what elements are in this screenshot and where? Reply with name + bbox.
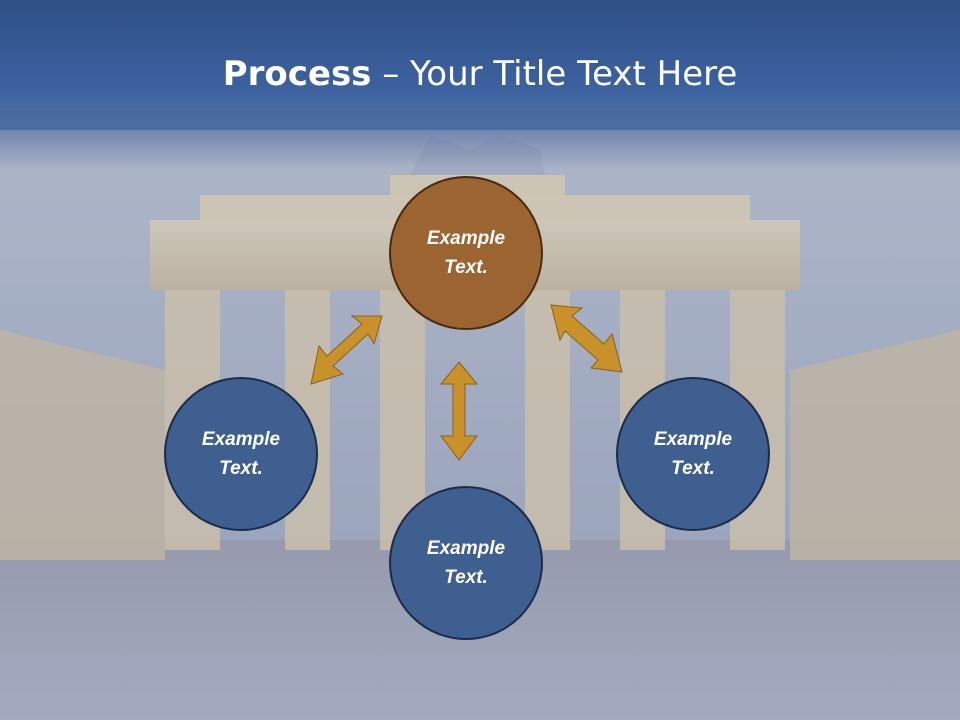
arrow-vertical <box>439 361 479 461</box>
title-fade <box>0 110 960 170</box>
slide-title: Process – Your Title Text Here <box>0 52 960 96</box>
title-bold: Process <box>222 54 372 94</box>
arrow-top-left <box>310 315 383 385</box>
title-rest: – Your Title Text Here <box>371 54 738 94</box>
node-left: Example Text. <box>164 377 318 531</box>
node-bottom: Example Text. <box>389 486 543 640</box>
arrow-top-right <box>550 304 623 373</box>
node-right: Example Text. <box>616 377 770 531</box>
node-top: Example Text. <box>389 176 543 330</box>
title-band <box>0 0 960 130</box>
